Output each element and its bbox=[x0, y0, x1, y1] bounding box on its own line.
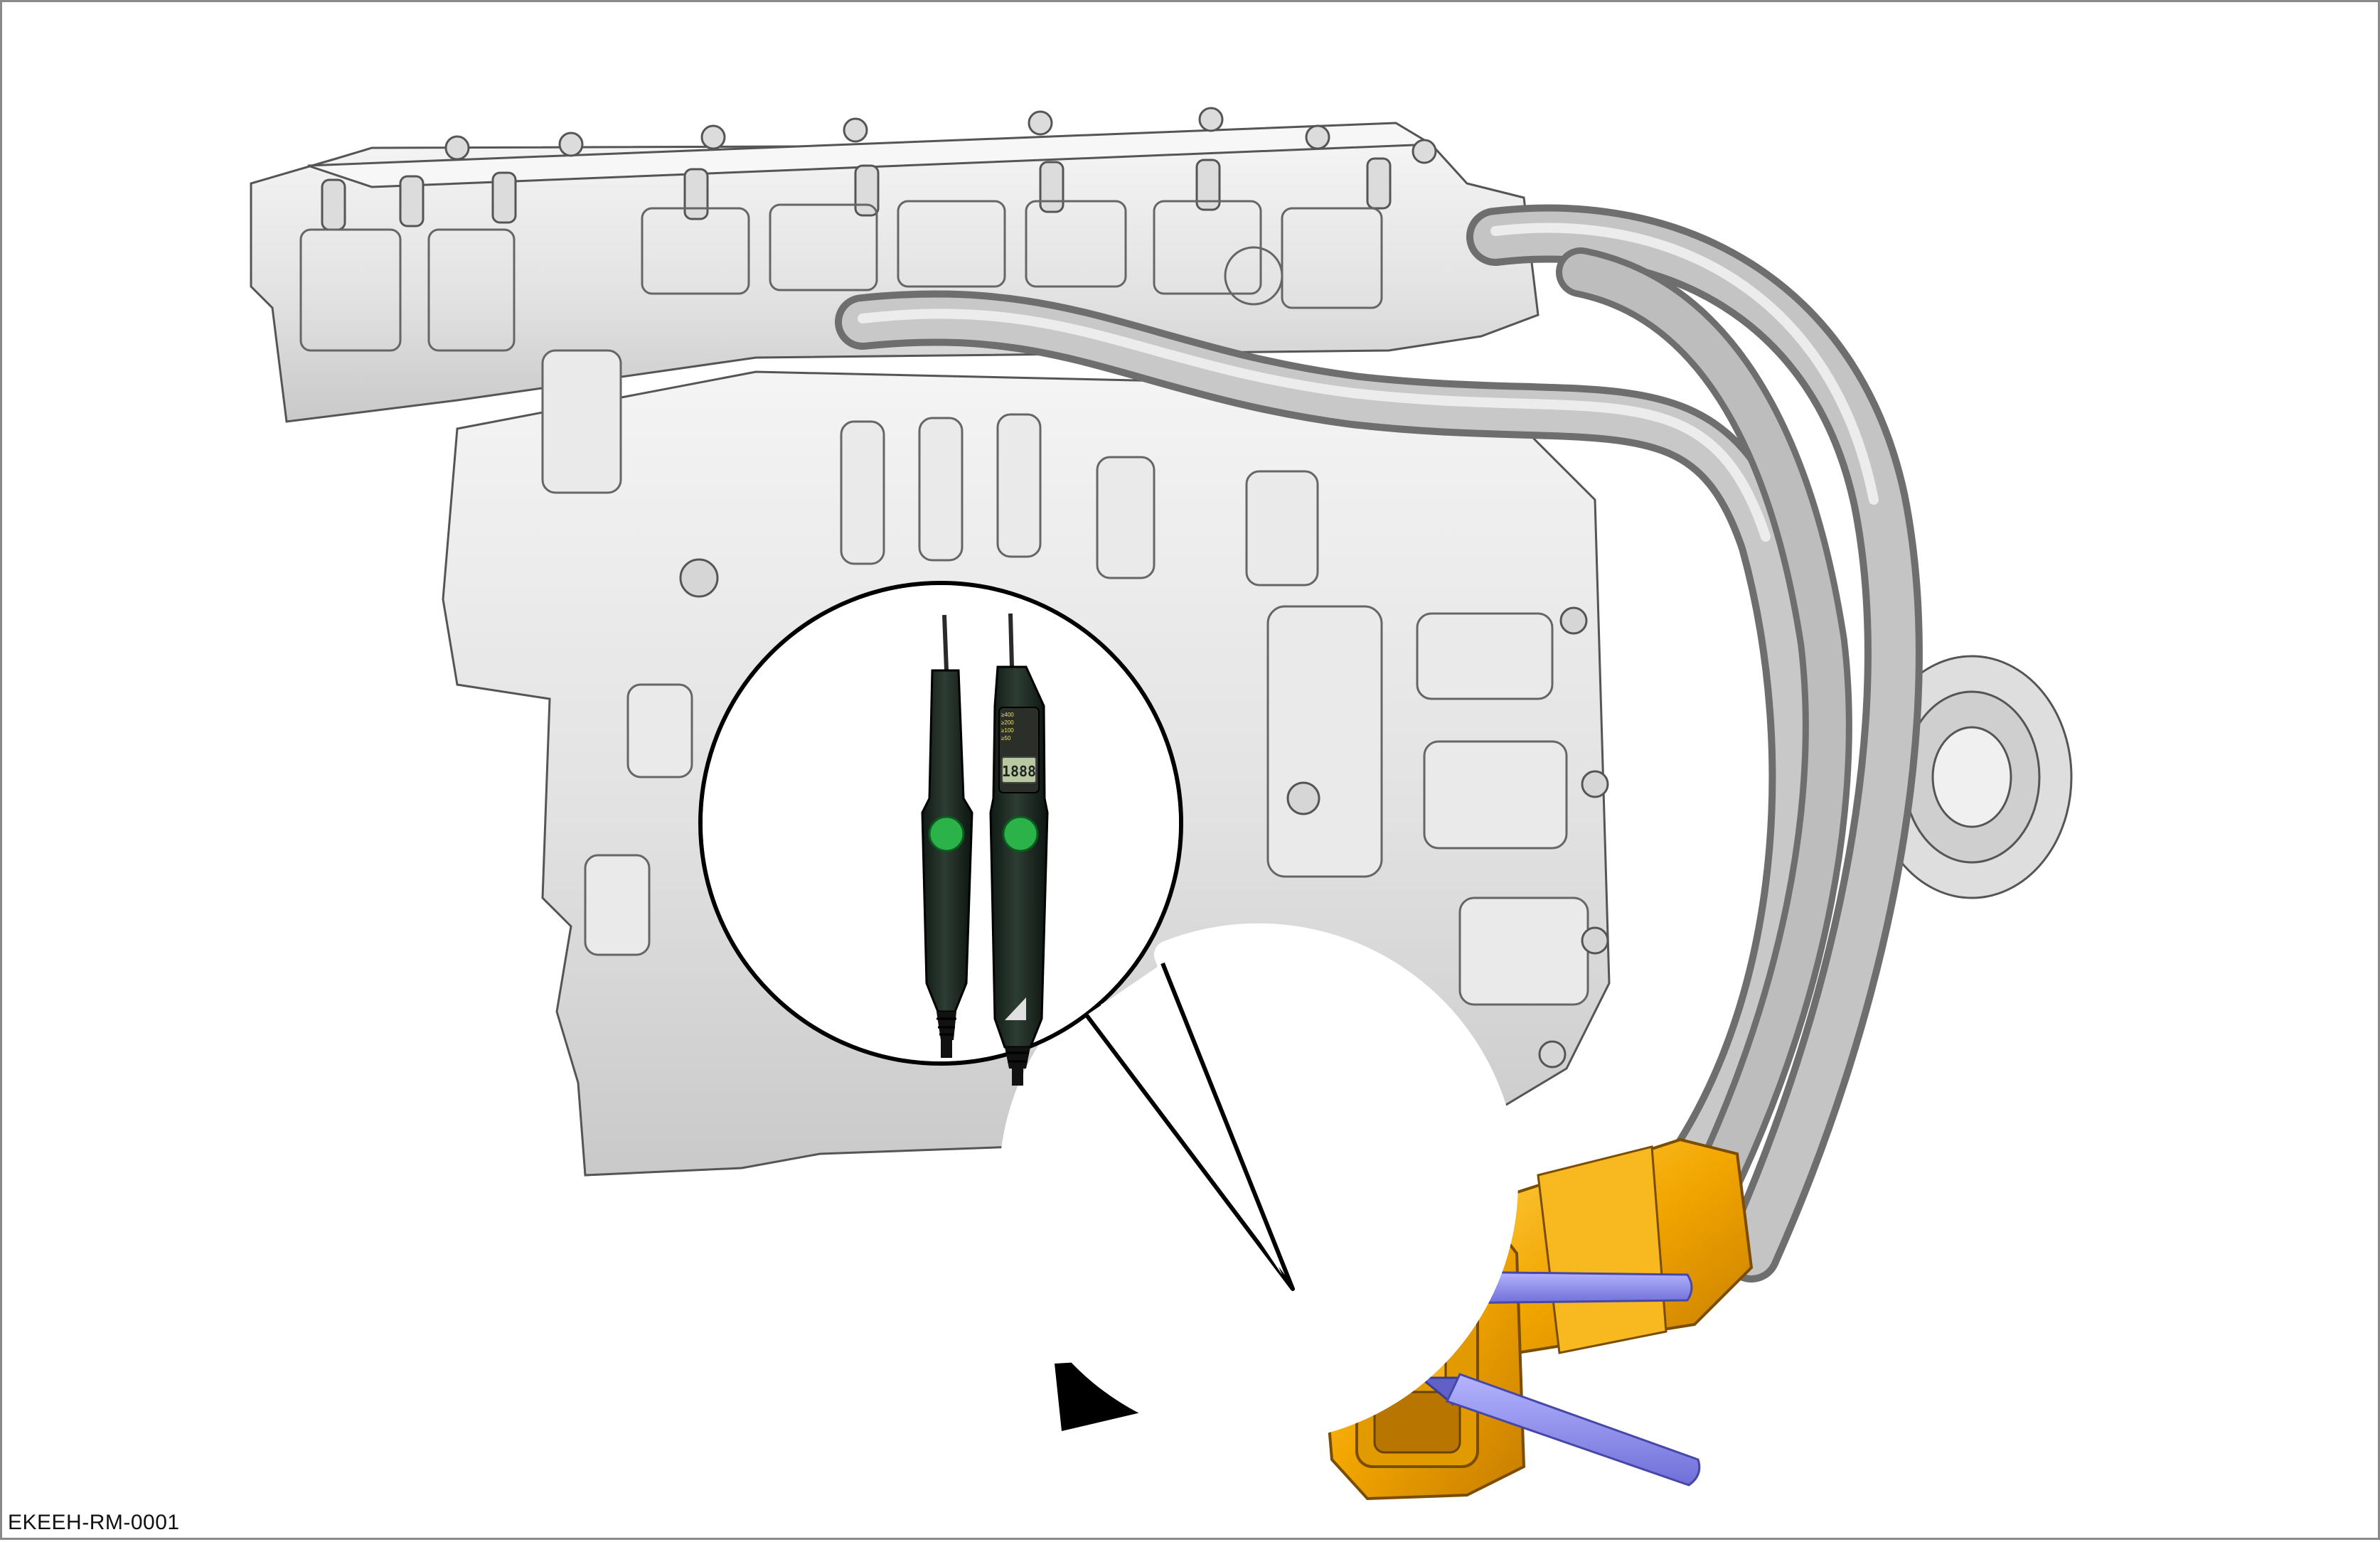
tester-indicator-labels: ≥400 ≥200 ≥100 ≥50 bbox=[1001, 712, 1014, 741]
housing-bolt-ends bbox=[679, 558, 1609, 1069]
top-bolts bbox=[321, 107, 1437, 231]
voltage-tester-icon: ≥400 ≥200 ≥100 ≥50 1888 bbox=[921, 613, 1049, 1086]
svg-text:≥50: ≥50 bbox=[1001, 735, 1011, 741]
svg-text:≥200: ≥200 bbox=[1001, 719, 1014, 726]
terminal-slot-lower bbox=[1373, 1391, 1461, 1454]
svg-text:≥100: ≥100 bbox=[1001, 727, 1014, 734]
probe-lower bbox=[1417, 1373, 1701, 1487]
tester-button-right bbox=[1002, 815, 1039, 852]
figure-code: EKEEH-RM-0001 bbox=[8, 1511, 180, 1534]
tester-lcd bbox=[1001, 756, 1037, 783]
tester-handle-left bbox=[921, 614, 973, 1058]
valve-body-ribs bbox=[299, 200, 1383, 352]
output-flange bbox=[1871, 655, 2073, 899]
tester-handle-right: ≥400 ≥200 ≥100 ≥50 1888 bbox=[989, 613, 1049, 1086]
coolant-hoses bbox=[835, 204, 1923, 1283]
tester-button-left bbox=[928, 815, 965, 852]
svg-text:≥400: ≥400 bbox=[1001, 712, 1014, 718]
tester-lcd-readout: 1888 bbox=[1002, 763, 1036, 780]
